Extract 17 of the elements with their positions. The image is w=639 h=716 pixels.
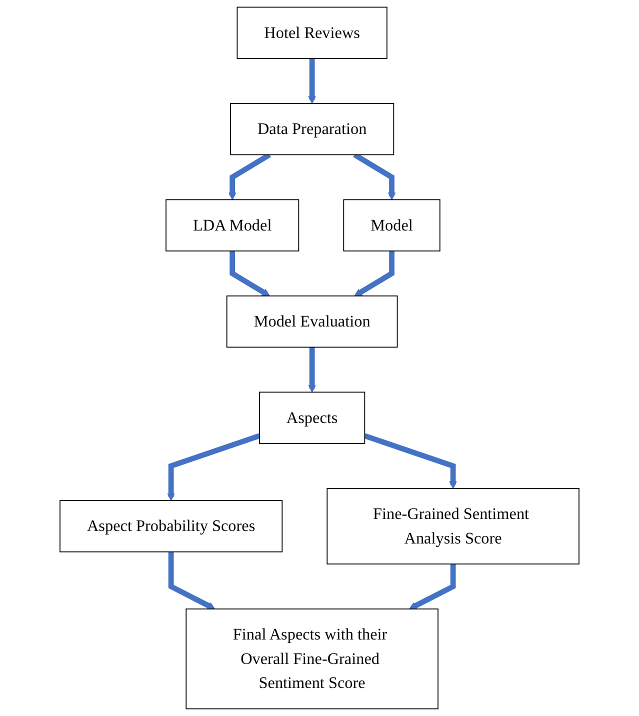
arrow <box>230 250 270 296</box>
node-box: Fine-Grained Sentiment Analysis Score <box>326 488 580 564</box>
arrow <box>168 552 216 610</box>
arrow <box>167 433 260 501</box>
node-box: Data Preparation <box>230 103 394 156</box>
node-box: Final Aspects with their Overall Fine-Grained Sentiment Score <box>186 608 438 710</box>
node-box: Hotel Reviews <box>236 6 388 59</box>
arrow <box>408 564 456 610</box>
arrow <box>354 250 394 296</box>
node-box: Aspect Probability Scores <box>60 500 283 552</box>
arrow <box>308 347 316 393</box>
node-box: Model <box>343 199 440 252</box>
node-box: Aspects <box>259 392 366 444</box>
node-box: LDA Model <box>166 199 300 252</box>
node-box: Model Evaluation <box>226 295 398 348</box>
arrow <box>308 58 316 104</box>
arrow <box>364 433 458 489</box>
